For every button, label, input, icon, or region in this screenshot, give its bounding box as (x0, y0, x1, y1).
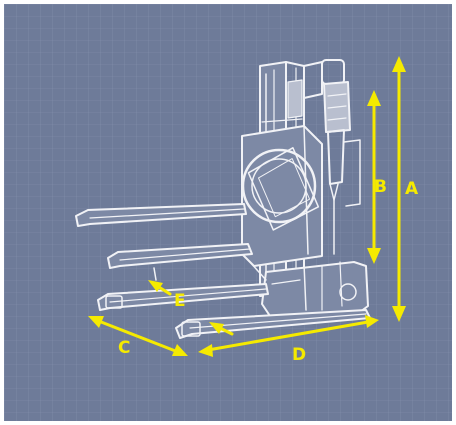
chassis (249, 261, 369, 317)
dimension-d-label: D (292, 345, 306, 365)
pallet-stacker-diagram: A B C D E (4, 4, 452, 421)
left-outrigger (97, 283, 269, 311)
pallet-stacker-drawing (75, 59, 371, 339)
dimension-b-label: B (374, 177, 387, 197)
dimension-e-label: E (174, 291, 186, 311)
dimension-c-arrow (88, 316, 188, 356)
dimension-d-arrow (198, 315, 379, 357)
dimension-a-arrow (392, 56, 406, 322)
lower-fork (107, 243, 253, 281)
dimension-a-label: A (405, 179, 419, 199)
dimension-arrows (88, 56, 406, 357)
diagram-canvas: A B C D E (4, 4, 452, 421)
dimension-e-arrows (148, 280, 234, 336)
upper-fork (75, 203, 247, 227)
carriage (241, 125, 323, 267)
dimension-b-arrow (367, 90, 381, 264)
dimension-c-label: C (118, 338, 130, 358)
hydraulic-unit (321, 59, 361, 255)
